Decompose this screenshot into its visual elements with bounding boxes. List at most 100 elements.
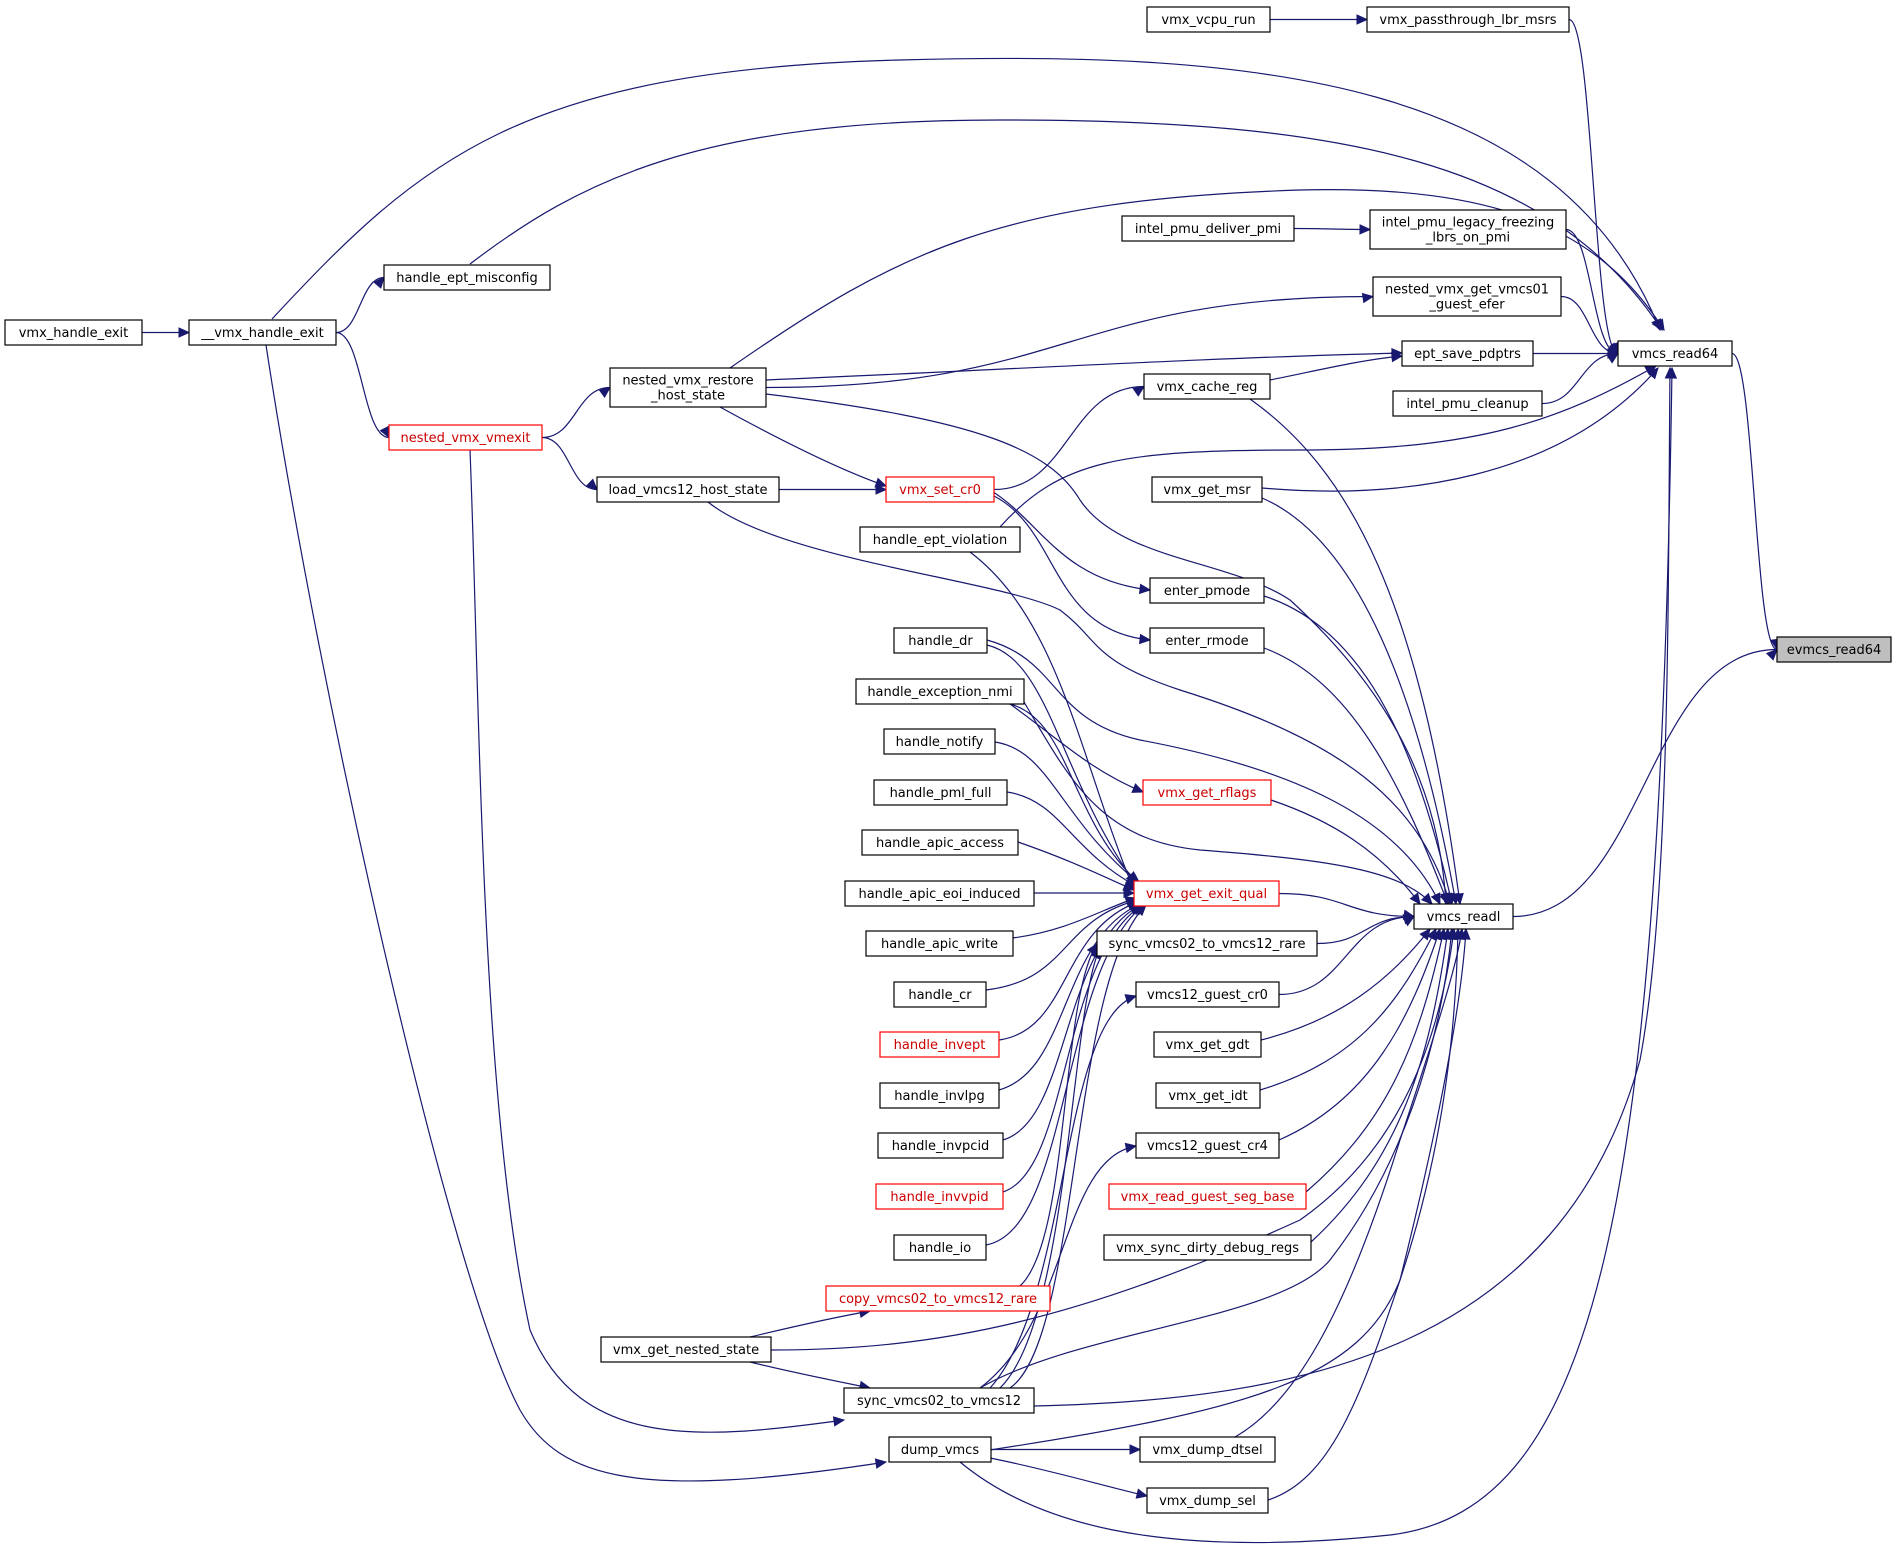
node-intel_pmu_legacy_freezing_lbrs_on_pmi[interactable]: intel_pmu_legacy_freezing_lbrs_on_pmi <box>1369 209 1567 250</box>
node-vmx_get_rflags[interactable]: vmx_get_rflags <box>1142 779 1272 806</box>
edge-load_vmcs12_host_state-to-vmcs_readl-line <box>707 501 1451 905</box>
node-handle_pml_full[interactable]: handle_pml_full <box>873 779 1008 806</box>
edge-handle_apic_access-to-vmx_get_exit_qual-line <box>1017 841 1135 891</box>
node-box <box>861 829 1019 856</box>
node-handle_cr[interactable]: handle_cr <box>893 981 987 1008</box>
edge-nested_vmx_restore_host_state-to-vmcs_read64-line <box>729 189 1665 369</box>
edge-sync_vmcs02_to_vmcs12-to-vmcs_read64-arrowhead <box>1664 366 1676 379</box>
node-intel_pmu_deliver_pmi[interactable]: intel_pmu_deliver_pmi <box>1121 215 1295 242</box>
node-box <box>388 424 543 451</box>
node-vmx_passthrough_lbr_msrs[interactable]: vmx_passthrough_lbr_msrs <box>1366 6 1570 33</box>
node-sync_vmcs02_to_vmcs12[interactable]: sync_vmcs02_to_vmcs12 <box>843 1387 1035 1414</box>
edge-__vmx_handle_exit-to-vmcs_read64-line <box>271 57 1661 331</box>
node-vmx_get_idt[interactable]: vmx_get_idt <box>1155 1082 1261 1109</box>
node-vmx_get_exit_qual[interactable]: vmx_get_exit_qual <box>1133 880 1280 907</box>
node-label: handle_invpcid <box>892 1139 990 1154</box>
node-box <box>596 476 780 503</box>
node-handle_ept_misconfig[interactable]: handle_ept_misconfig <box>383 264 551 291</box>
node-box <box>188 319 337 346</box>
edge-vmcs12_guest_cr0-to-vmcs_readl <box>1278 915 1416 996</box>
node-handle_exception_nmi[interactable]: handle_exception_nmi <box>855 678 1025 705</box>
node-vmx_set_cr0[interactable]: vmx_set_cr0 <box>885 476 995 503</box>
edge-vmcs12_guest_cr0-to-vmcs_readl-arrowhead <box>1402 915 1416 927</box>
edge-handle_invept-to-vmx_get_exit_qual <box>998 900 1140 1041</box>
edge-nested_vmx_restore_host_state-to-ept_save_pdptrs-line <box>765 352 1403 381</box>
node-nested_vmx_vmexit[interactable]: nested_vmx_vmexit <box>388 424 543 451</box>
node-label: handle_invept <box>894 1038 986 1053</box>
edge-vmx_cache_reg-to-vmcs_readl-line <box>1249 398 1461 905</box>
edge-vmx_set_cr0-to-enter_pmode-arrowhead <box>1138 583 1152 595</box>
node-box <box>825 1285 1051 1312</box>
node-vmx_get_nested_state[interactable]: vmx_get_nested_state <box>600 1336 772 1363</box>
node-box <box>1151 476 1263 503</box>
node-box <box>1413 903 1514 930</box>
node-enter_pmode[interactable]: enter_pmode <box>1149 577 1265 604</box>
node-label: vmcs_read64 <box>1632 347 1719 362</box>
node-handle_invept[interactable]: handle_invept <box>879 1031 1000 1058</box>
node-label: handle_ept_misconfig <box>396 271 537 286</box>
node-load_vmcs12_host_state[interactable]: load_vmcs12_host_state <box>596 476 780 503</box>
node-vmx_get_gdt[interactable]: vmx_get_gdt <box>1153 1031 1262 1058</box>
node-intel_pmu_cleanup[interactable]: intel_pmu_cleanup <box>1392 390 1543 417</box>
edge-sync_vmcs02_to_vmcs12-to-sync_vmcs02_to_vmcs12_rare <box>999 946 1101 1389</box>
node-box <box>893 627 988 654</box>
node-vmx_cache_reg[interactable]: vmx_cache_reg <box>1143 373 1271 400</box>
edge-vmx_get_msr-to-vmcs_read64-line <box>1261 367 1659 492</box>
node-handle_apic_access[interactable]: handle_apic_access <box>861 829 1019 856</box>
node-vmx_dump_sel[interactable]: vmx_dump_sel <box>1146 1487 1269 1514</box>
node-vmcs_read64[interactable]: vmcs_read64 <box>1617 340 1733 367</box>
node-vmx_read_guest_seg_base[interactable]: vmx_read_guest_seg_base <box>1108 1183 1307 1210</box>
node-vmx_sync_dirty_debug_regs[interactable]: vmx_sync_dirty_debug_regs <box>1103 1234 1312 1261</box>
node-box <box>1149 627 1265 654</box>
node-handle_apic_write[interactable]: handle_apic_write <box>865 930 1014 957</box>
node-box <box>1149 577 1265 604</box>
node-label: load_vmcs12_host_state <box>608 483 767 498</box>
edge-nested_vmx_restore_host_state-to-nested_vmx_get_vmcs01_guest_efer-line <box>765 295 1374 389</box>
node-vmx_get_msr[interactable]: vmx_get_msr <box>1151 476 1263 503</box>
node-handle_notify[interactable]: handle_notify <box>883 728 996 755</box>
edge-nested_vmx_restore_host_state-to-vmx_set_cr0-arrowhead <box>874 477 888 488</box>
node-__vmx_handle_exit[interactable]: __vmx_handle_exit <box>188 319 337 346</box>
edge-dump_vmcs-to-vmcs_read64 <box>959 366 1678 1544</box>
edge-vmx_set_cr0-to-enter_rmode <box>993 495 1152 645</box>
node-box <box>600 1336 772 1363</box>
node-handle_invpcid[interactable]: handle_invpcid <box>877 1132 1004 1159</box>
edge-nested_vmx_restore_host_state-to-vmx_set_cr0 <box>719 406 888 488</box>
edge-sync_vmcs02_to_vmcs12-to-vmcs_read64-line <box>1033 367 1671 1407</box>
node-handle_io[interactable]: handle_io <box>893 1234 987 1261</box>
node-label: sync_vmcs02_to_vmcs12 <box>857 1394 1021 1409</box>
node-vmcs12_guest_cr4[interactable]: vmcs12_guest_cr4 <box>1135 1132 1280 1159</box>
node-handle_apic_eoi_induced[interactable]: handle_apic_eoi_induced <box>844 880 1035 907</box>
node-nested_vmx_restore_host_state[interactable]: nested_vmx_restore_host_state <box>609 367 767 408</box>
node-vmcs_readl[interactable]: vmcs_readl <box>1413 903 1514 930</box>
edge-vmx_set_cr0-to-enter_pmode-line <box>989 489 1151 591</box>
node-handle_invvpid[interactable]: handle_invvpid <box>875 1183 1004 1210</box>
node-copy_vmcs02_to_vmcs12_rare[interactable]: copy_vmcs02_to_vmcs12_rare <box>825 1285 1051 1312</box>
node-nested_vmx_get_vmcs01_guest_efer[interactable]: nested_vmx_get_vmcs01_guest_efer <box>1372 276 1562 317</box>
node-vmx_vcpu_run[interactable]: vmx_vcpu_run <box>1146 6 1271 33</box>
node-label: vmx_get_exit_qual <box>1146 887 1267 902</box>
edge-sync_vmcs02_to_vmcs12-to-vmcs12_guest_cr4 <box>979 1142 1138 1389</box>
node-handle_dr[interactable]: handle_dr <box>893 627 988 654</box>
node-box <box>1776 636 1892 663</box>
edge-intel_pmu_deliver_pmi-to-intel_pmu_legacy_freezing_lbrs_on_pmi-arrowhead <box>1359 224 1372 235</box>
node-label: vmx_get_gdt <box>1166 1038 1250 1053</box>
node-vmcs12_guest_cr0[interactable]: vmcs12_guest_cr0 <box>1135 981 1280 1008</box>
edge-vmcs12_guest_cr0-to-vmcs_readl-line <box>1278 915 1415 996</box>
node-handle_invlpg[interactable]: handle_invlpg <box>879 1082 1000 1109</box>
node-enter_rmode[interactable]: enter_rmode <box>1149 627 1265 654</box>
node-vmx_handle_exit[interactable]: vmx_handle_exit <box>4 319 143 346</box>
node-box <box>1135 981 1280 1008</box>
edge-handle_ept_violation-to-vmcs_read64 <box>999 365 1658 528</box>
edge-vmx_get_exit_qual-to-vmcs_readl-line <box>1278 892 1415 918</box>
node-ept_save_pdptrs[interactable]: ept_save_pdptrs <box>1401 340 1534 367</box>
node-label: vmx_get_idt <box>1168 1089 1247 1104</box>
node-box <box>879 1031 1000 1058</box>
edge-vmx_get_exit_qual-to-vmcs_readl <box>1278 892 1416 920</box>
node-evmcs_read64[interactable]: evmcs_read64 <box>1776 636 1892 663</box>
edge-enter_pmode-to-vmcs_readl <box>1263 595 1455 906</box>
node-vmx_dump_dtsel[interactable]: vmx_dump_dtsel <box>1139 1436 1276 1463</box>
node-sync_vmcs02_to_vmcs12_rare[interactable]: sync_vmcs02_to_vmcs12_rare <box>1096 930 1318 957</box>
node-handle_ept_violation[interactable]: handle_ept_violation <box>859 526 1021 553</box>
node-dump_vmcs[interactable]: dump_vmcs <box>888 1436 992 1463</box>
